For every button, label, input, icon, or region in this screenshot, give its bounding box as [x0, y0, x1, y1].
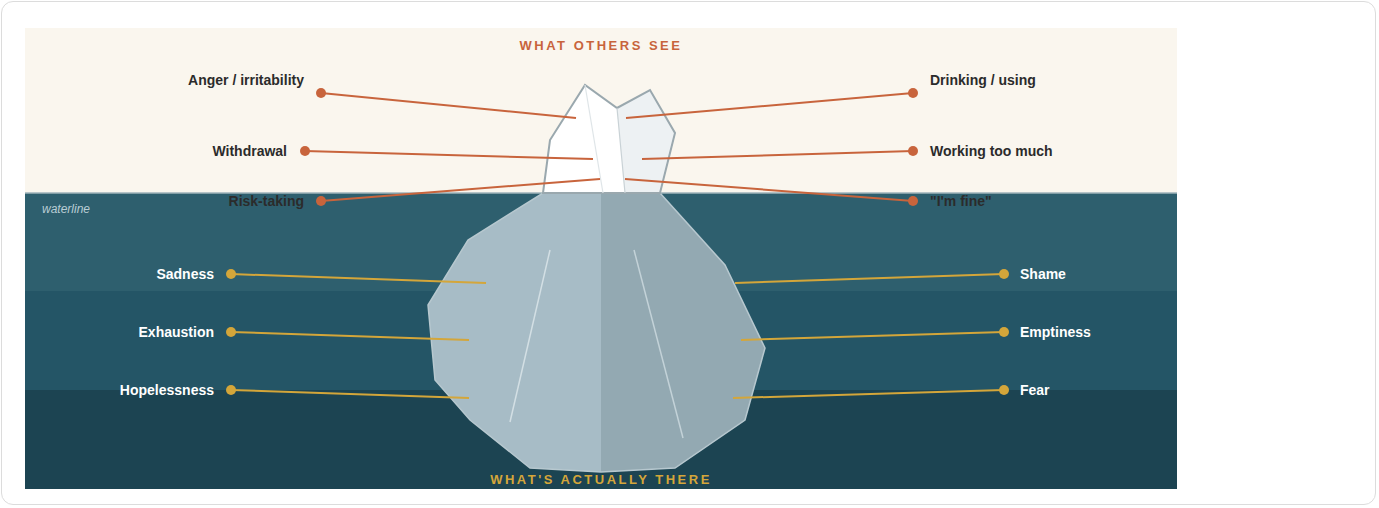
leader-dot	[226, 269, 236, 279]
leader-line	[231, 390, 469, 398]
iceberg-underwater-outline	[428, 193, 765, 472]
ice-crease	[585, 85, 603, 193]
leader-dot	[999, 385, 1009, 395]
leader-line	[625, 179, 913, 201]
leader-dot	[908, 146, 918, 156]
surface-behavior: Withdrawal	[212, 143, 287, 159]
leader-dot	[908, 196, 918, 206]
band-heading: WHAT'S ACTUALLY THERE	[25, 472, 1177, 487]
leader-line	[321, 93, 576, 118]
surface-behavior: Working too much	[930, 143, 1053, 159]
leader-line	[741, 332, 1004, 340]
hidden-feeling: Hopelessness	[120, 382, 214, 398]
ice-crease	[634, 250, 683, 438]
surface-behavior: Anger / irritability	[188, 72, 304, 88]
leader-line	[305, 151, 593, 159]
leader-dots-below	[226, 269, 1009, 395]
leader-line	[735, 274, 1004, 283]
leader-line	[321, 179, 600, 201]
leader-dot	[999, 269, 1009, 279]
leader-line	[231, 332, 469, 340]
hidden-feeling: Sadness	[156, 266, 214, 282]
leader-dot	[908, 88, 918, 98]
ice-crease	[510, 250, 550, 422]
hidden-feeling: Exhaustion	[139, 324, 214, 340]
leader-line	[231, 274, 486, 283]
leader-dot	[300, 146, 310, 156]
surface-behavior: Drinking / using	[930, 72, 1036, 88]
leader-line	[626, 93, 913, 118]
ice-crease	[617, 108, 625, 193]
leader-dot	[226, 385, 236, 395]
leader-dots-above	[300, 88, 918, 206]
iceberg-underwater-left	[428, 193, 601, 472]
iceberg-tip-outline	[543, 85, 675, 193]
surface-behavior: "I'm fine"	[930, 193, 992, 209]
leader-dot	[226, 327, 236, 337]
hidden-feeling: Shame	[1020, 266, 1066, 282]
surface-behavior: Risk-taking	[229, 193, 304, 209]
hidden-feeling: Emptiness	[1020, 324, 1091, 340]
leader-line	[642, 151, 913, 159]
leader-line	[733, 390, 1004, 398]
leader-dot	[999, 327, 1009, 337]
iceberg-tip-left	[543, 85, 625, 193]
waterline-label: waterline	[42, 202, 90, 216]
iceberg-tip-right	[617, 90, 675, 193]
leader-dot	[316, 196, 326, 206]
band-heading: WHAT OTHERS SEE	[25, 38, 1177, 53]
leader-dot	[316, 88, 326, 98]
leader-lines-below	[231, 274, 1004, 398]
leader-lines-above	[305, 93, 913, 201]
hidden-feeling: Fear	[1020, 382, 1050, 398]
iceberg-underwater-right	[601, 193, 765, 472]
